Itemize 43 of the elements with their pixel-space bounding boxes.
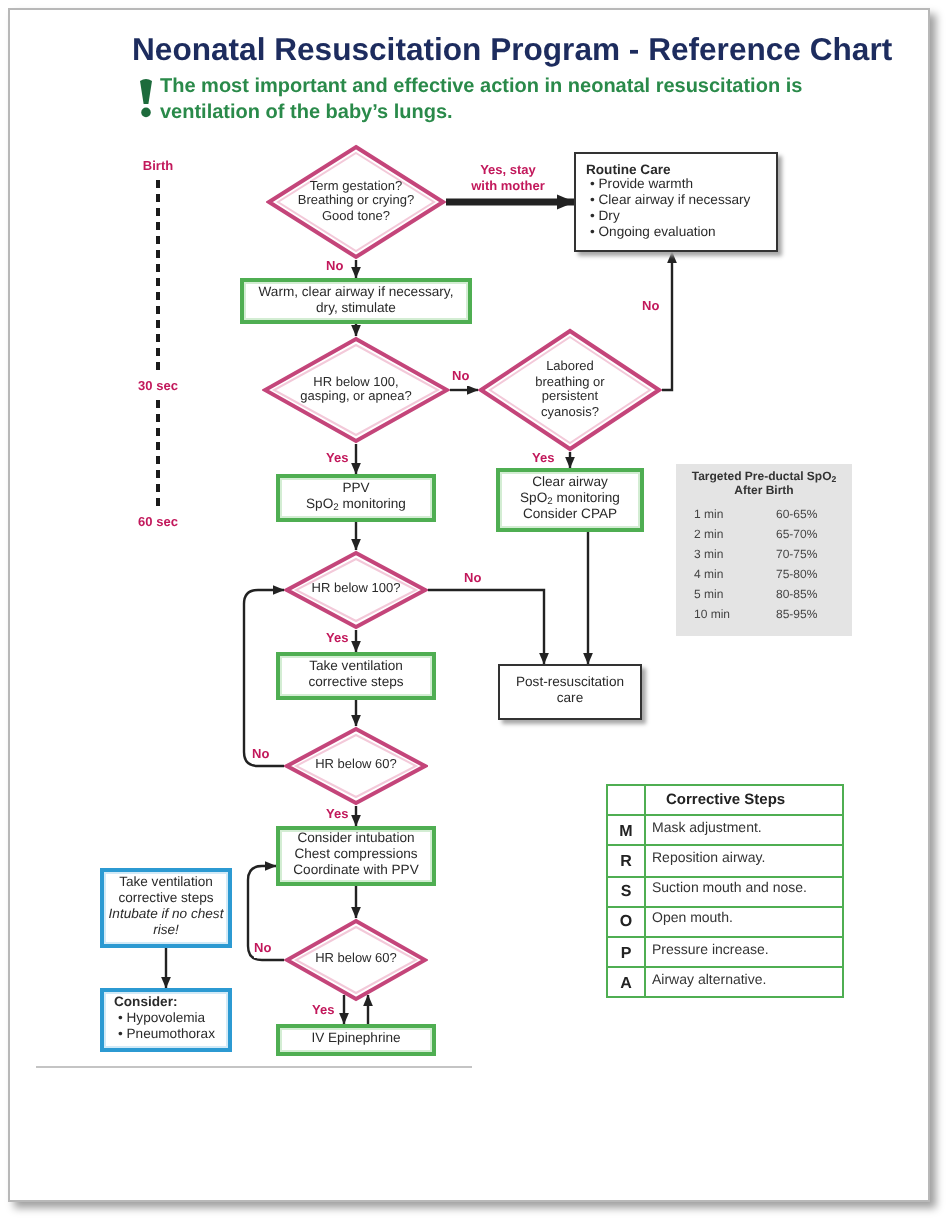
arrow	[564, 452, 576, 469]
arrow	[428, 588, 550, 665]
chart-title: Neonatal Resuscitation Program - Reference Chart	[132, 34, 893, 70]
arrow	[350, 886, 362, 919]
step-letter: R	[618, 851, 634, 870]
outcome-box	[574, 152, 778, 252]
decision-diamond	[262, 336, 450, 444]
arrow	[582, 532, 594, 665]
step-letter: A	[618, 973, 634, 992]
process-box	[276, 474, 436, 522]
process-box	[496, 468, 644, 532]
process-box	[276, 1024, 436, 1056]
outcome-box	[498, 664, 642, 720]
step-letter: M	[617, 821, 635, 840]
step-letter: P	[618, 943, 634, 962]
decision-diamond	[478, 328, 662, 452]
arrow	[362, 994, 374, 1024]
note-box	[100, 988, 232, 1052]
arrow	[242, 584, 285, 768]
arrow	[446, 194, 575, 210]
arrow	[662, 251, 678, 392]
step-letter: O	[617, 912, 635, 931]
arrow	[350, 324, 362, 337]
decision-diamond	[284, 918, 428, 1002]
decision-diamond	[284, 550, 428, 630]
process-box	[240, 278, 472, 324]
subtitle-text: The most important and effective action in neonatal resuscitation is ventilation of the baby’s lungs.	[160, 76, 805, 126]
arrow	[450, 384, 479, 396]
process-box	[276, 652, 436, 700]
arrow	[350, 522, 362, 551]
arrow	[160, 948, 172, 989]
step-letter: S	[618, 882, 634, 901]
arrow	[350, 260, 362, 279]
arrow	[350, 630, 362, 653]
arrow	[350, 444, 362, 475]
arrow	[246, 860, 284, 962]
note-box	[100, 868, 232, 948]
decision-diamond	[266, 144, 446, 260]
arrow	[350, 700, 362, 727]
decision-diamond	[284, 726, 428, 806]
process-box	[276, 826, 436, 886]
arrow	[350, 806, 362, 827]
arrow	[338, 995, 350, 1025]
